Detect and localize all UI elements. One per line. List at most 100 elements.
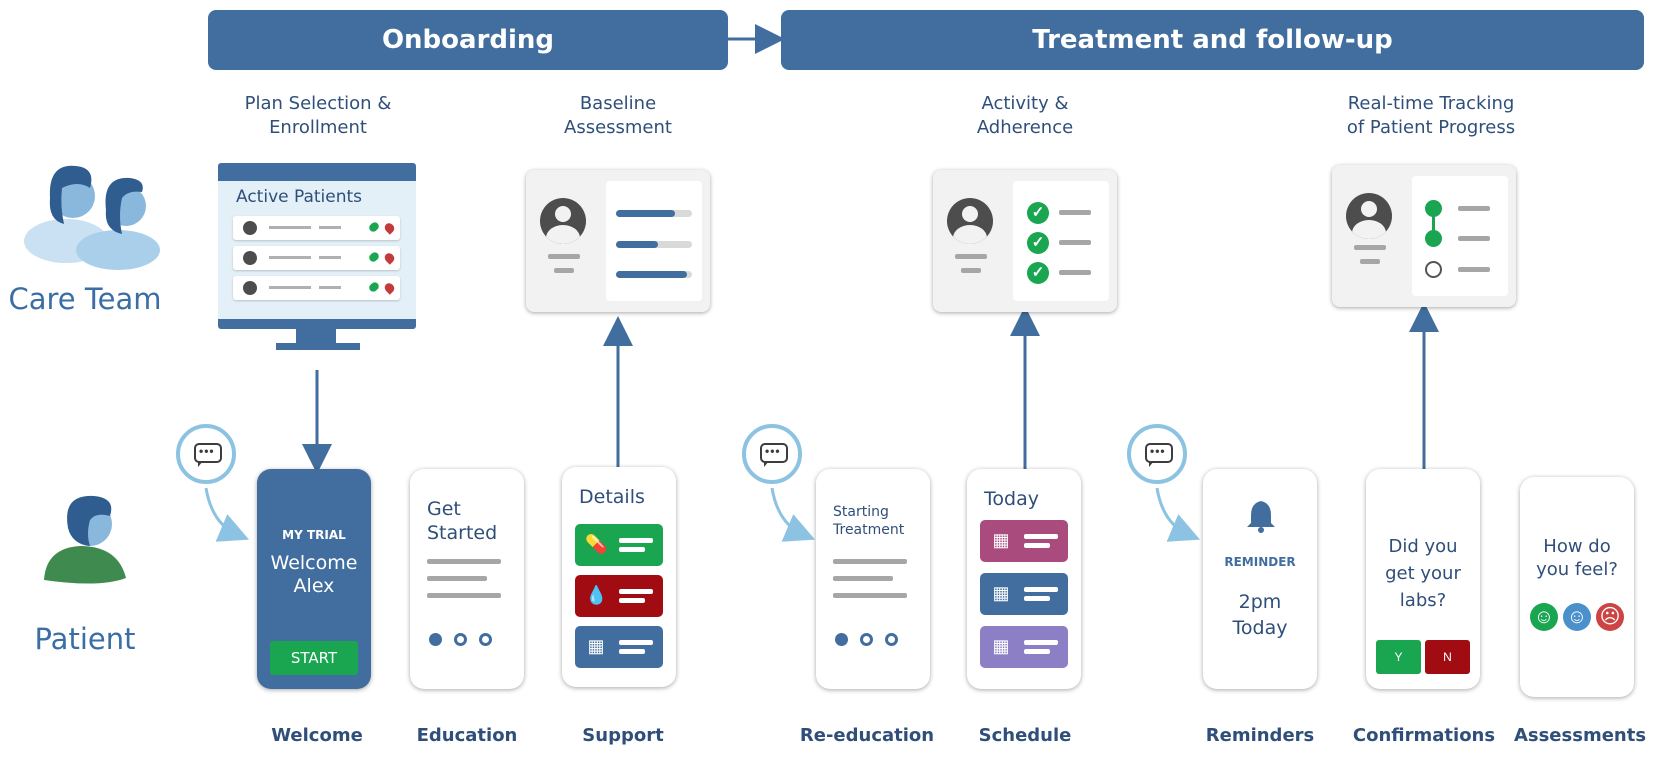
- patient-row[interactable]: [233, 246, 400, 270]
- page-dot[interactable]: [860, 633, 873, 646]
- schedule-event-tile[interactable]: ▦: [980, 520, 1068, 562]
- card-line: [1354, 245, 1386, 250]
- milestone-done-icon: [1425, 200, 1442, 217]
- pill-icon: [367, 280, 381, 294]
- row-line: [269, 226, 311, 229]
- card-line: [1360, 259, 1380, 264]
- pill-icon: [367, 250, 381, 264]
- schedule-heading: Today: [984, 488, 1039, 510]
- page-dot-active[interactable]: [429, 633, 442, 646]
- yes-button[interactable]: Y: [1376, 640, 1421, 674]
- heading-line: Starting: [833, 504, 889, 520]
- card-line: [554, 268, 574, 273]
- reminder-caption: REMINDER: [1224, 555, 1296, 569]
- schedule-event-tile[interactable]: ▦: [980, 573, 1068, 615]
- monitor: Active Patients: [218, 163, 416, 329]
- monitor-neck: [296, 329, 336, 343]
- text-line: [833, 593, 907, 598]
- labs-tile[interactable]: 💧: [575, 575, 663, 617]
- calendar-icon: ▦: [992, 636, 1010, 656]
- row-line: [319, 256, 341, 259]
- support-heading: Details: [579, 486, 645, 508]
- card-line: [1059, 270, 1091, 275]
- role-patient: Patient: [34, 622, 136, 656]
- card-line: [955, 254, 987, 259]
- education-heading: Get Started: [427, 497, 497, 545]
- no-button[interactable]: N: [1425, 640, 1470, 674]
- time-line: 2pm: [1238, 591, 1282, 613]
- page-dot-active[interactable]: [835, 633, 848, 646]
- avatar-icon: [1346, 193, 1392, 239]
- milestone-pending-icon: [1425, 261, 1442, 278]
- question-line: How do: [1543, 536, 1611, 557]
- text-line: [427, 576, 487, 581]
- appointment-tile[interactable]: ▦: [575, 626, 663, 668]
- welcome-caption: MY TRIAL: [282, 528, 346, 542]
- neutral-face-icon[interactable]: ☺: [1563, 603, 1591, 631]
- heading-line: Started: [427, 522, 498, 544]
- avatar-icon: [243, 221, 257, 235]
- start-button[interactable]: START: [270, 641, 358, 675]
- confirmations-screen: Did you get your labs? Y N: [1366, 469, 1480, 689]
- checkmark-icon: ✓: [1027, 202, 1049, 224]
- calendar-icon: ▦: [992, 583, 1010, 603]
- schedule-event-tile[interactable]: ▦: [980, 626, 1068, 668]
- time-line: Today: [1232, 617, 1288, 639]
- banner-treatment: Treatment and follow-up: [781, 10, 1644, 70]
- support-screen: Details 💊 💧 ▦: [562, 467, 676, 687]
- card-line: [961, 268, 981, 273]
- stage-title-line: Activity &: [981, 93, 1069, 114]
- blood-drop-icon: 💧: [585, 585, 608, 605]
- blood-drop-icon: [382, 281, 397, 295]
- page-dot[interactable]: [885, 633, 898, 646]
- avatar-icon: [947, 198, 993, 244]
- activity-card: ✓ ✓ ✓: [933, 170, 1117, 312]
- row-line: [269, 256, 311, 259]
- happy-face-icon[interactable]: ☺: [1530, 603, 1558, 631]
- education-screen: Get Started: [410, 469, 524, 689]
- question-line: get your: [1385, 563, 1461, 584]
- stage-title-line: Real-time Tracking: [1347, 93, 1515, 114]
- chat-bubble-icon[interactable]: •••: [742, 424, 802, 484]
- page-dot[interactable]: [454, 633, 467, 646]
- sad-face-icon[interactable]: ☹: [1596, 603, 1624, 631]
- stage-title-baseline: Baseline Assessment: [518, 92, 718, 140]
- card-panel: ✓ ✓ ✓: [1013, 181, 1109, 301]
- baseline-card: [526, 170, 710, 312]
- tracking-card: [1332, 165, 1516, 307]
- card-line: [1458, 236, 1490, 241]
- arrow-chat-3: [1155, 487, 1201, 542]
- chat-bubble-icon[interactable]: •••: [176, 424, 236, 484]
- row-line: [319, 286, 341, 289]
- stage-title-plan: Plan Selection & Enrollment: [218, 92, 418, 140]
- reeducation-heading: Starting Treatment: [833, 503, 904, 539]
- welcome-screen: MY TRIAL Welcome Alex START: [257, 469, 371, 689]
- stage-title-line: Adherence: [976, 117, 1074, 138]
- chat-bubble-icon[interactable]: •••: [1127, 424, 1187, 484]
- assessment-question: How do you feel?: [1520, 535, 1634, 581]
- page-dot[interactable]: [479, 633, 492, 646]
- role-care-team: Care Team: [8, 282, 162, 316]
- avatar-icon: [243, 251, 257, 265]
- milestone-done-icon: [1425, 230, 1442, 247]
- stage-title-line: Assessment: [564, 117, 672, 138]
- question-line: labs?: [1399, 590, 1447, 611]
- progress-bar: [616, 241, 692, 248]
- patient-row[interactable]: [233, 216, 400, 240]
- pill-icon: 💊: [585, 534, 608, 554]
- welcome-greeting: Welcome: [270, 552, 358, 574]
- patient-row[interactable]: [233, 276, 400, 300]
- heading-line: Get: [427, 498, 461, 520]
- text-line: [427, 559, 501, 564]
- question-line: you feel?: [1536, 559, 1618, 580]
- schedule-screen: Today ▦ ▦ ▦: [967, 469, 1081, 689]
- text-line: [833, 576, 893, 581]
- monitor-title: Active Patients: [236, 187, 363, 207]
- avatar-icon: [540, 198, 586, 244]
- patient-icon: [44, 495, 126, 584]
- medication-tile[interactable]: 💊: [575, 524, 663, 566]
- stage-title-line: Plan Selection &: [244, 93, 392, 114]
- progress-connector: [1432, 208, 1435, 236]
- bell-icon: [1247, 501, 1275, 533]
- card-panel: [606, 181, 702, 301]
